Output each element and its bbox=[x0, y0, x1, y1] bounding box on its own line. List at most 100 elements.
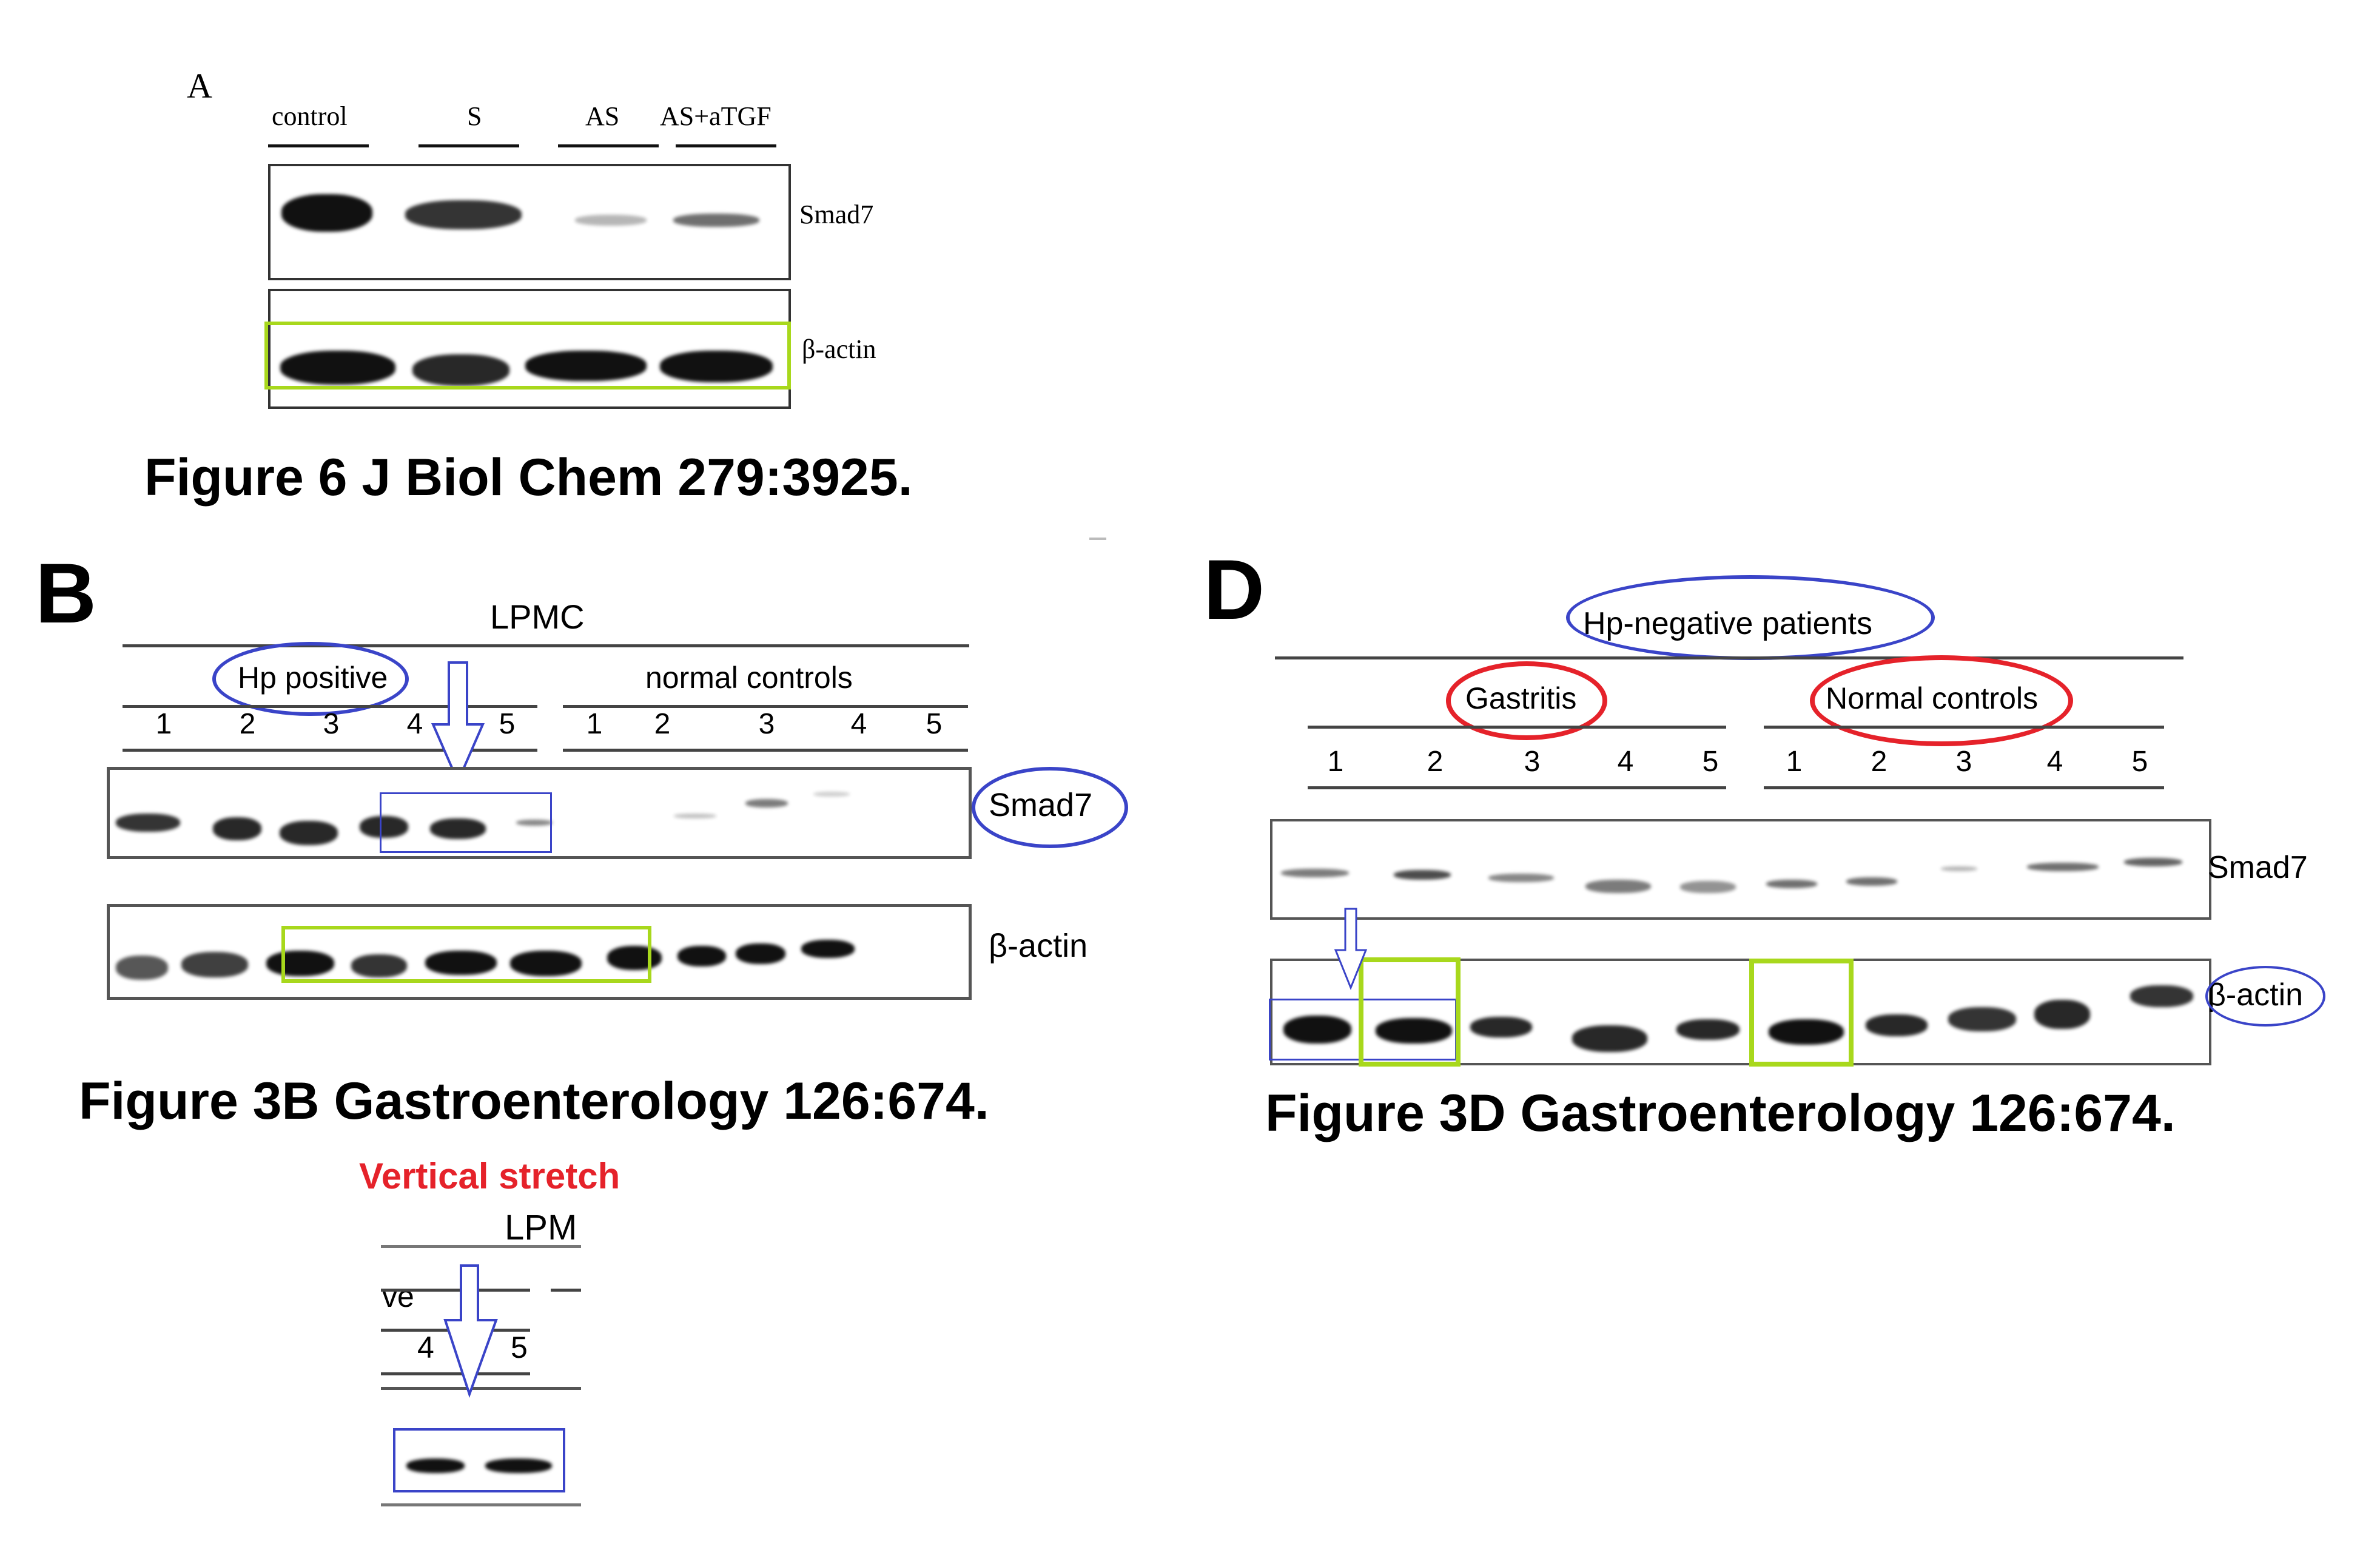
panel-a-caption: Figure 6 J Biol Chem 279:3925. bbox=[144, 448, 913, 507]
group-divider bbox=[1764, 786, 2164, 789]
panel-b-smad7-blot bbox=[107, 767, 972, 859]
blot-band bbox=[1941, 866, 1977, 871]
panel-b-actin-blot bbox=[107, 904, 972, 1000]
group-divider bbox=[1308, 786, 1726, 789]
lane-number: 4 bbox=[417, 1330, 434, 1364]
panel-a-lane-label: S bbox=[467, 101, 482, 131]
blot-band bbox=[281, 194, 372, 232]
panel-a-lane-label: AS+aTGF bbox=[660, 101, 771, 131]
blot-band bbox=[1680, 881, 1736, 893]
blot-band bbox=[1846, 877, 1897, 886]
blot-band bbox=[510, 951, 582, 976]
group-divider bbox=[1764, 726, 2164, 729]
blot-band bbox=[1572, 1025, 1647, 1052]
panel-d-smad7-label: Smad7 bbox=[2208, 850, 2308, 885]
blot-band bbox=[351, 954, 407, 977]
blot-band bbox=[360, 816, 408, 838]
blot-band bbox=[736, 943, 785, 964]
blot-band bbox=[266, 951, 334, 976]
blot-band bbox=[1488, 874, 1554, 882]
lane-number: 1 bbox=[155, 708, 172, 740]
blot-band bbox=[406, 1458, 465, 1473]
red-ellipse-highlight bbox=[1810, 655, 2073, 746]
lane-number: 4 bbox=[850, 708, 867, 740]
blue-ellipse-highlight bbox=[1566, 575, 1935, 660]
panel-b-group-label: normal controls bbox=[645, 661, 853, 695]
blot-band bbox=[673, 214, 759, 227]
lane-number: 5 bbox=[511, 1330, 528, 1364]
lane-number: 3 bbox=[758, 708, 775, 740]
blot-bottom-border bbox=[381, 1503, 581, 1506]
lane-number: 1 bbox=[1327, 746, 1344, 778]
blot-band bbox=[674, 814, 716, 818]
panel-a-smad7-label: Smad7 bbox=[799, 200, 874, 229]
down-arrow-icon bbox=[1334, 908, 1368, 991]
blot-band bbox=[1948, 1007, 2016, 1031]
blot-band bbox=[485, 1458, 552, 1473]
blot-band bbox=[280, 351, 395, 385]
group-divider bbox=[563, 705, 968, 708]
blue-highlight-box bbox=[393, 1428, 565, 1492]
header-divider bbox=[1275, 656, 2183, 659]
blot-band bbox=[430, 818, 486, 839]
header-divider bbox=[123, 644, 969, 647]
blot-band bbox=[1585, 880, 1651, 893]
blot-band bbox=[1769, 1019, 1844, 1045]
lane-number: 5 bbox=[926, 708, 943, 740]
lane-number: 2 bbox=[239, 708, 256, 740]
green-highlight-box bbox=[1749, 959, 1854, 1067]
green-highlight-box bbox=[264, 322, 791, 389]
lane-divider bbox=[676, 144, 776, 147]
group-divider bbox=[381, 1372, 530, 1375]
blot-band bbox=[1470, 1017, 1532, 1037]
blot-band bbox=[677, 946, 726, 966]
blot-band bbox=[575, 215, 647, 226]
blot-band bbox=[1676, 1019, 1740, 1040]
lane-number: 3 bbox=[323, 708, 340, 740]
lane-number: 2 bbox=[1871, 746, 1888, 778]
panel-a-smad7-blot bbox=[268, 164, 791, 280]
blot-top-border bbox=[381, 1387, 581, 1390]
lane-number: 2 bbox=[1427, 746, 1444, 778]
blot-band bbox=[2124, 858, 2182, 866]
panel-b-letter: B bbox=[35, 545, 97, 641]
blue-highlight-box bbox=[380, 792, 552, 853]
group-divider bbox=[381, 1289, 530, 1292]
blot-band bbox=[660, 351, 773, 382]
lane-divider bbox=[558, 144, 659, 147]
blot-band bbox=[181, 952, 248, 977]
blot-band bbox=[2130, 985, 2193, 1007]
blue-ellipse-highlight bbox=[2205, 966, 2325, 1027]
panel-b-caption: Figure 3B Gastroenterology 126:674. bbox=[79, 1072, 989, 1130]
blot-band bbox=[1766, 880, 1817, 888]
blot-band bbox=[2034, 1000, 2090, 1029]
panel-d-caption: Figure 3D Gastroenterology 126:674. bbox=[1265, 1084, 2176, 1142]
lane-divider bbox=[419, 144, 519, 147]
down-arrow-icon bbox=[443, 1264, 498, 1398]
inset-title: Vertical stretch bbox=[359, 1156, 620, 1196]
panel-d-actin-blot bbox=[1270, 959, 2211, 1065]
blot-band bbox=[1866, 1014, 1928, 1036]
inset-group-fragment: ve bbox=[382, 1280, 414, 1313]
blot-band bbox=[1283, 1016, 1351, 1044]
group-divider bbox=[1308, 726, 1726, 729]
blot-band bbox=[607, 946, 662, 970]
group-divider bbox=[123, 749, 537, 752]
blot-band bbox=[801, 940, 855, 958]
lane-number: 1 bbox=[586, 708, 603, 740]
lane-number: 5 bbox=[1702, 746, 1719, 778]
blot-band bbox=[425, 951, 497, 975]
lane-number: 1 bbox=[1786, 746, 1803, 778]
lane-number: 4 bbox=[406, 708, 423, 740]
group-divider bbox=[123, 705, 537, 708]
blot-band bbox=[412, 354, 509, 386]
lane-number: 2 bbox=[654, 708, 671, 740]
down-arrow-icon bbox=[431, 661, 485, 785]
panel-d-letter: D bbox=[1203, 542, 1265, 637]
group-divider bbox=[551, 1289, 581, 1292]
panel-b-header: LPMC bbox=[490, 598, 585, 636]
blot-band bbox=[745, 799, 788, 808]
blot-band bbox=[1376, 1018, 1452, 1044]
red-ellipse-highlight bbox=[1446, 661, 1607, 740]
blot-band bbox=[116, 814, 180, 832]
